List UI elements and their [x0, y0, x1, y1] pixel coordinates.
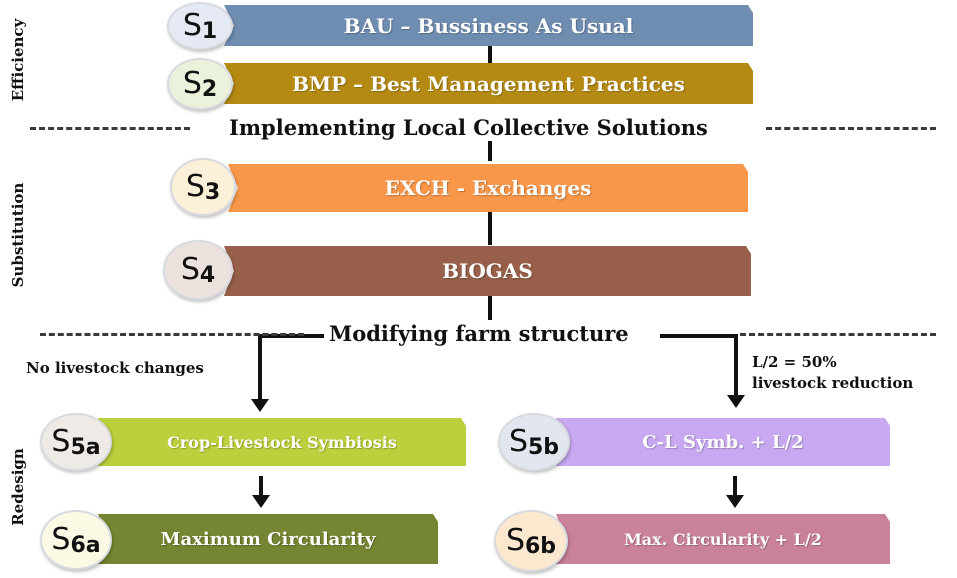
scenario-label-symbiosis: Crop-Livestock Symbiosis — [167, 432, 397, 452]
scenario-banner-bmp: BMP – Best Management Practices — [224, 63, 753, 104]
branch-left-arrowhead — [251, 399, 269, 412]
scenario-label-max-circularity-l2: Max. Circularity + L/2 — [624, 529, 822, 549]
scenario-label-biogas: BIOGAS — [442, 259, 533, 283]
scenario-label-bau: BAU – Bussiness As Usual — [343, 13, 634, 38]
scenario-banner-biogas: BIOGAS — [224, 246, 751, 296]
group-label-redesign: Redesign — [9, 448, 27, 526]
branch-right-arrowhead — [727, 395, 745, 408]
connector-collective-s3 — [488, 141, 492, 161]
scenario-label-cl-symb-l2: C-L Symb. + L/2 — [642, 431, 804, 453]
scenario-label-bmp: BMP – Best Management Practices — [292, 71, 685, 96]
group-label-efficiency: Efficiency — [9, 18, 27, 102]
separator-dash-left-1 — [30, 127, 190, 130]
separator-dash-left-2 — [40, 333, 304, 336]
scenario-banner-max-circularity: Maximum Circularity — [98, 514, 438, 564]
connector-s3-s4 — [488, 210, 492, 245]
branch-left-vertical — [258, 334, 262, 400]
scenario-banner-symbiosis: Crop-Livestock Symbiosis — [98, 418, 466, 466]
note-reduction-line2: livestock reduction — [752, 374, 914, 392]
scenario-label-max-circularity: Maximum Circularity — [160, 528, 376, 550]
connector-s1-s2 — [488, 40, 492, 66]
arrow-s5b-s6b-head — [726, 495, 744, 508]
branch-left-horizontal — [258, 334, 324, 338]
scenario-banner-exch: EXCH - Exchanges — [228, 164, 748, 212]
branch-right-horizontal — [660, 334, 738, 338]
scenario-banner-max-circularity-l2: Max. Circularity + L/2 — [556, 514, 890, 564]
note-reduction-line1: L/2 = 50% — [752, 353, 837, 371]
arrow-s5b-s6b-shaft — [733, 476, 737, 498]
note-no-livestock-changes: No livestock changes — [26, 359, 204, 377]
arrow-s5a-s6a-shaft — [259, 476, 263, 498]
connector-s4-farm — [488, 296, 492, 320]
section-farm-structure: Modifying farm structure — [329, 321, 629, 346]
group-label-substitution: Substitution — [9, 182, 27, 288]
branch-right-vertical — [734, 334, 738, 396]
scenario-label-exch: EXCH - Exchanges — [384, 176, 592, 200]
section-collective-solutions: Implementing Local Collective Solutions — [229, 115, 708, 140]
separator-dash-right-2 — [740, 333, 936, 336]
scenario-banner-cl-symb-l2: C-L Symb. + L/2 — [556, 418, 890, 466]
scenario-banner-bau: BAU – Bussiness As Usual — [224, 5, 753, 46]
separator-dash-right-1 — [766, 127, 936, 130]
arrow-s5a-s6a-head — [252, 495, 270, 508]
